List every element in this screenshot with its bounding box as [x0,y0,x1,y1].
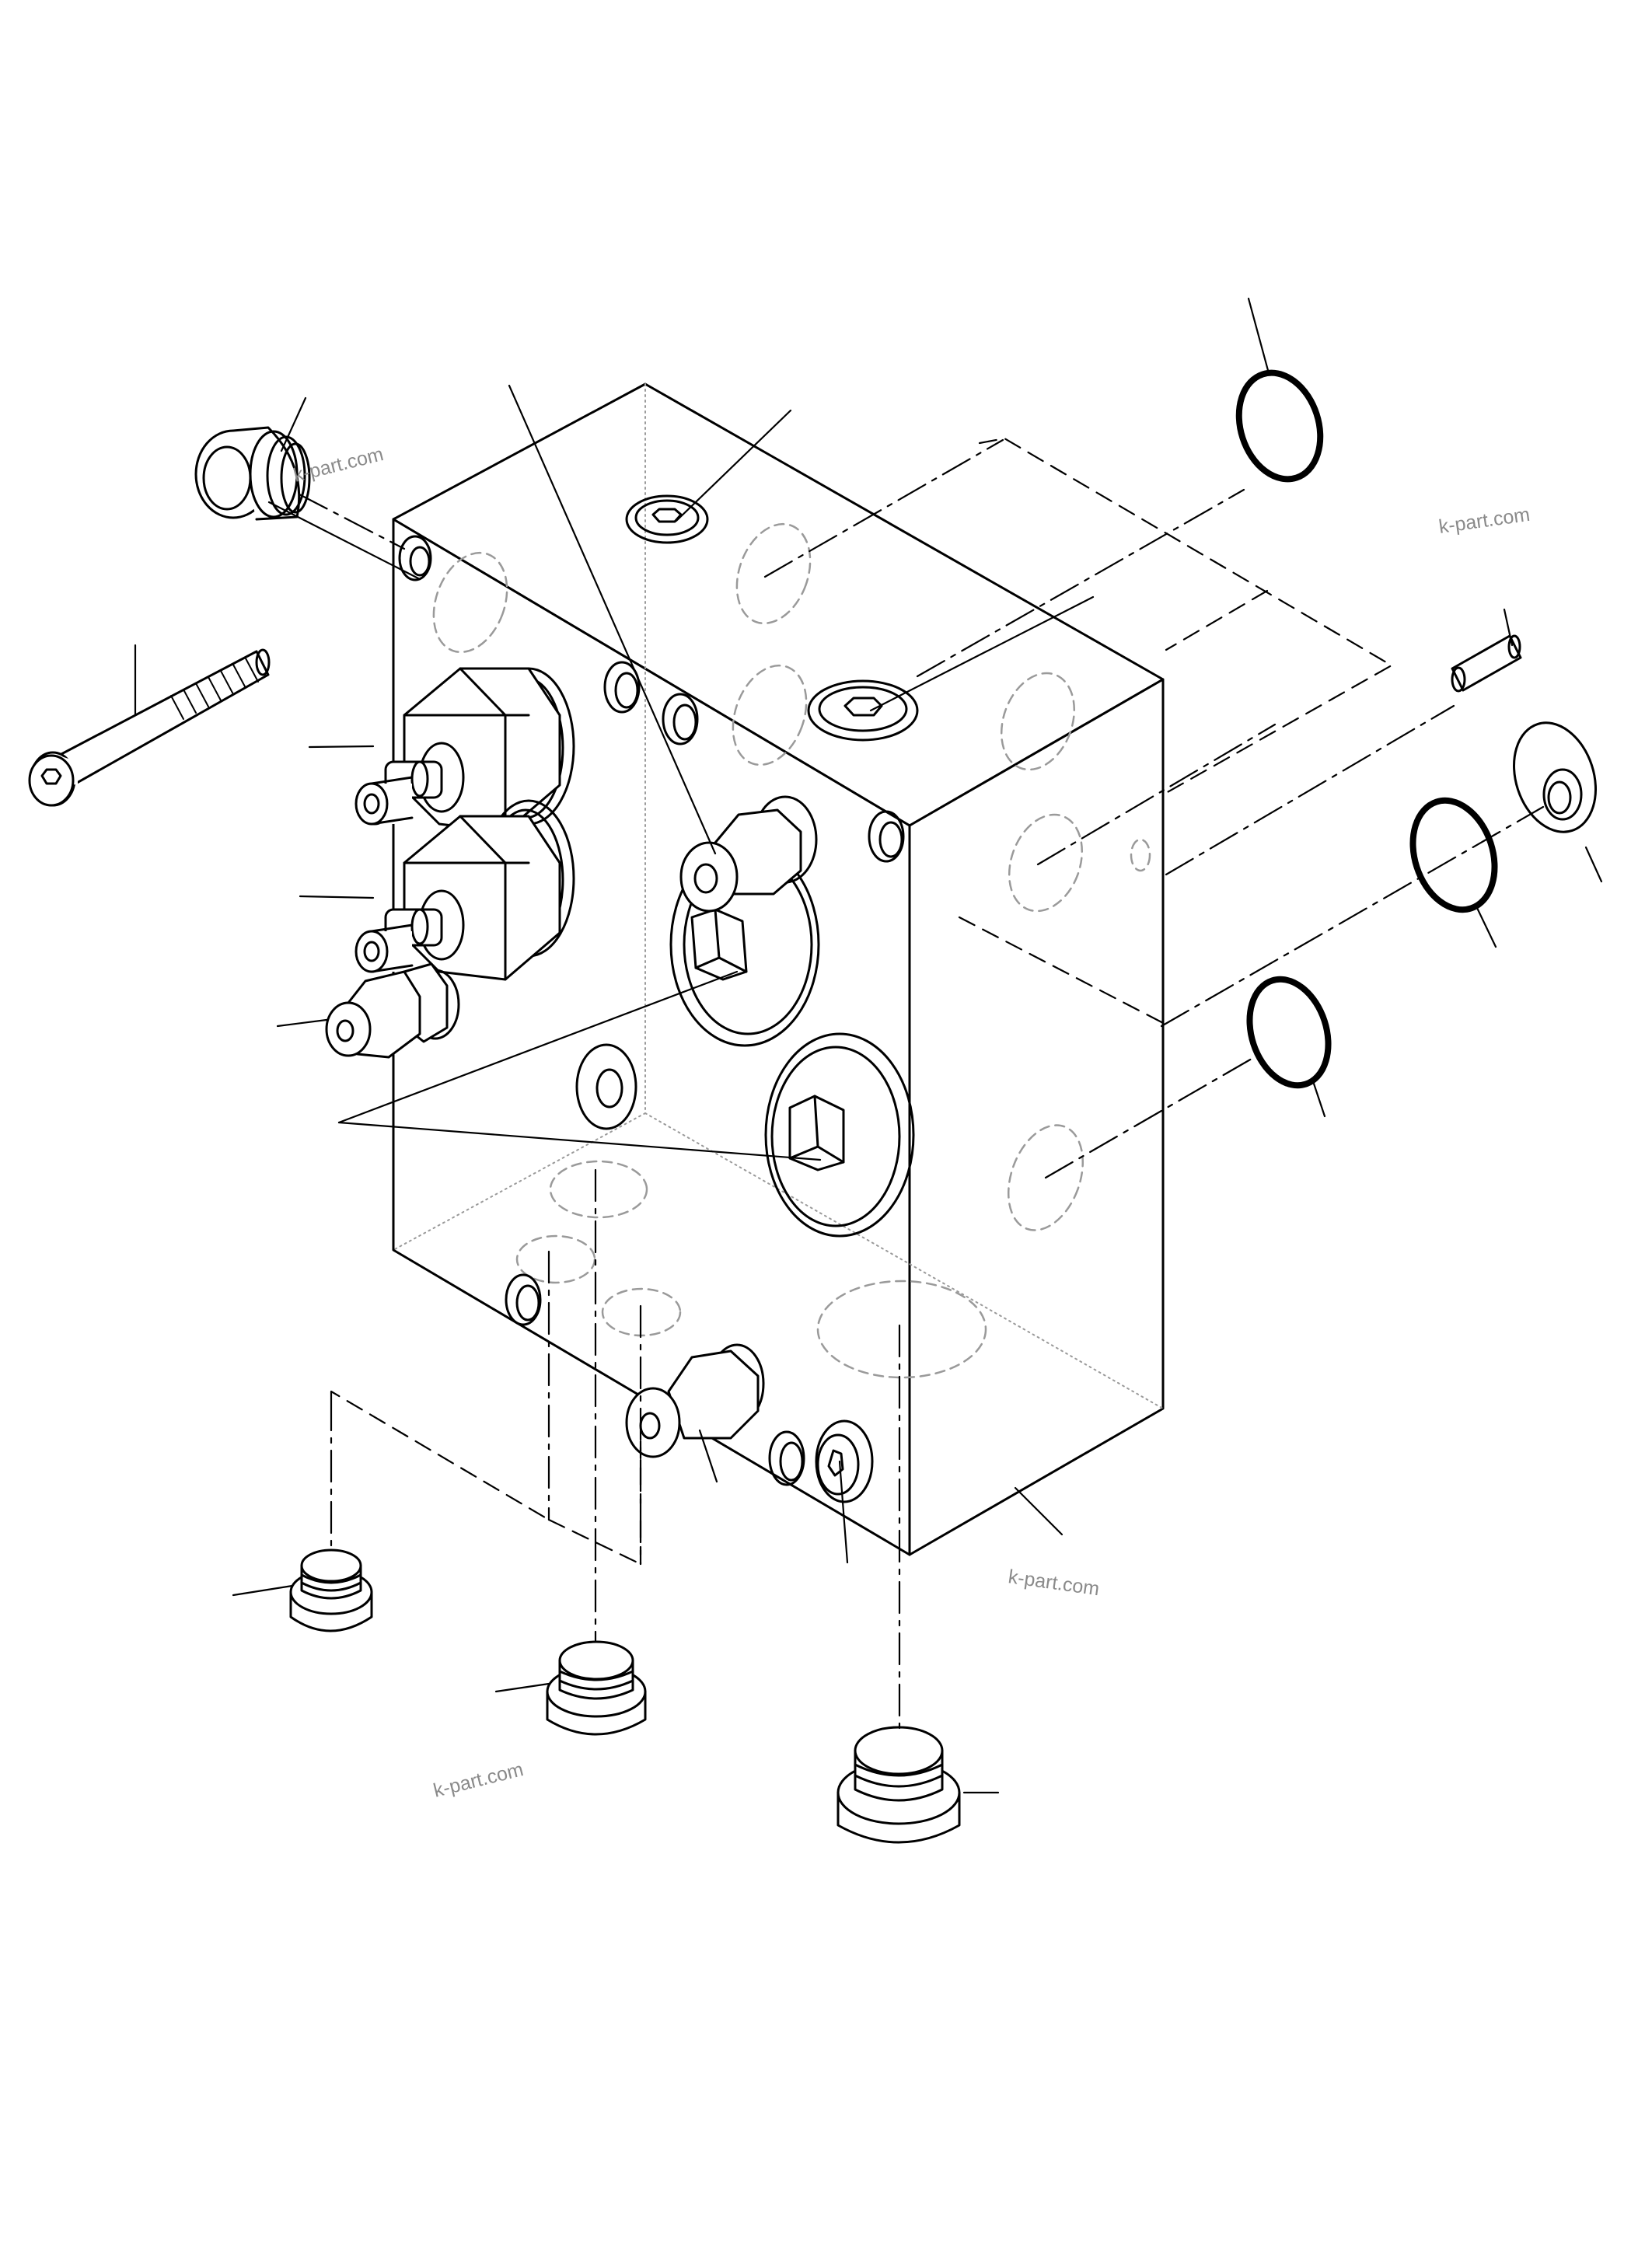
o-ring-top-right [1235,369,1324,483]
plug-bottom-left [289,1548,373,1632]
front-washer [575,1043,637,1130]
watermark-3: k-part.com [1007,1566,1101,1600]
socket-head-top [625,494,709,544]
socket-head-mid [807,679,919,742]
watermark-1: k-part.com [292,443,386,487]
seal-washer-right [1512,721,1598,833]
hex-plug-front-upper [669,842,820,1047]
plug-left-small [325,962,460,1059]
watermark-2: k-part.com [1437,504,1532,538]
cartridge-valve-lower [354,799,575,981]
cartridge-valve-upper [354,667,575,833]
plug-bottom-right [836,1726,961,1844]
o-ring-right-low [1246,976,1332,1089]
plug-top-left [194,426,311,521]
plug-bottom-mid [546,1640,647,1736]
o-ring-right-mid [1409,797,1498,913]
leader-lines [134,297,1603,1794]
dowel-pin [1451,634,1522,693]
routing-lines [330,437,1393,1566]
hex-socket-plug-bottom [815,1419,874,1503]
cap-screw [28,648,271,807]
fitting-front [679,795,818,913]
watermark-4: k-part.com [431,1758,526,1802]
